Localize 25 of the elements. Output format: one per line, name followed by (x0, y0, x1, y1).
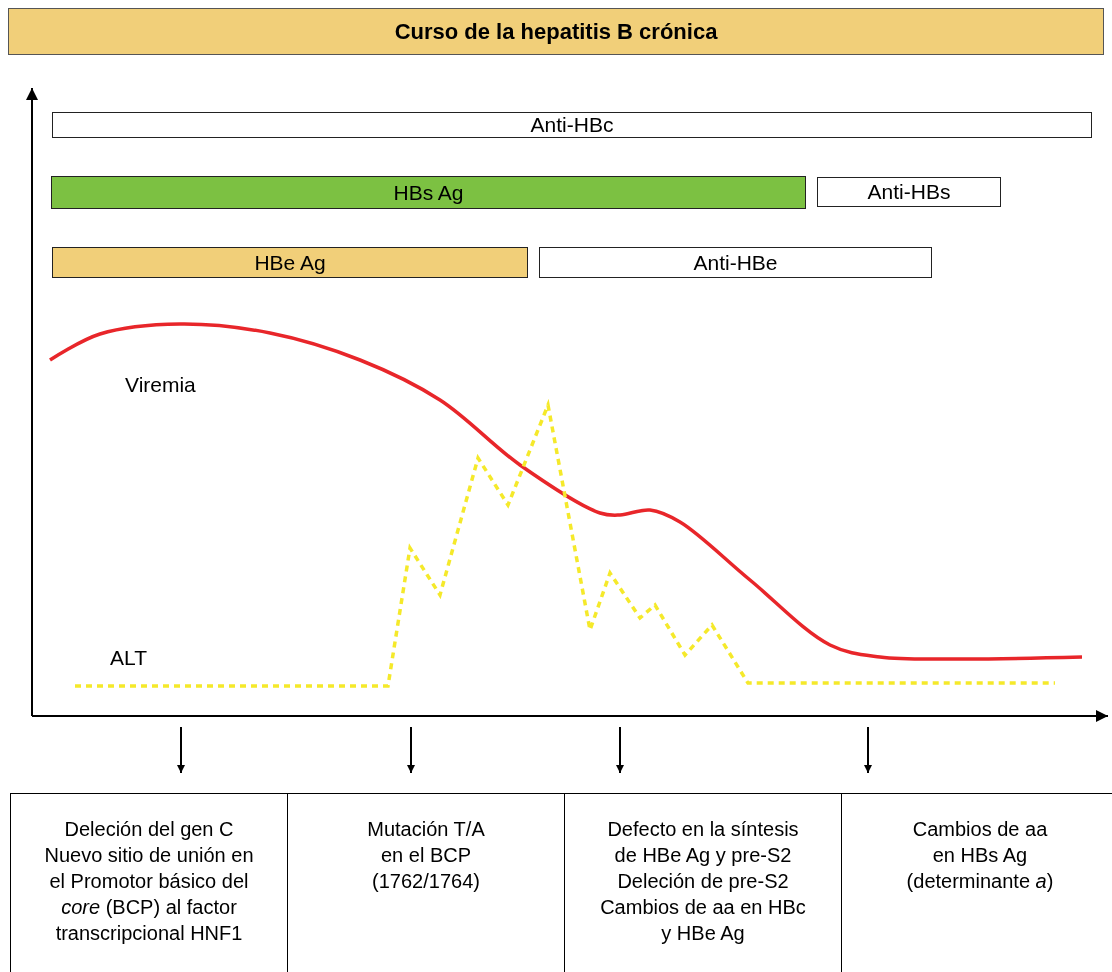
antibody-bar (51, 176, 806, 209)
cell-text: Cambios de aa en HBc y HBe Ag (599, 895, 807, 946)
bar-label: HBe Ag (254, 250, 326, 275)
arrow (407, 726, 415, 774)
curve-label: Viremia (125, 373, 196, 397)
cell-text: Defecto en la síntesis de HBe Ag y pre-S2 (606, 817, 800, 868)
cell-text: Mutación T/A en el BCP (1762/1764) (366, 817, 486, 894)
antibody-bar (52, 112, 1092, 138)
cell-text: Deleción del gen C (64, 817, 234, 842)
antibody-bar (52, 247, 528, 278)
antibody-bar (539, 247, 932, 278)
bar-label: Anti-HBc (530, 113, 614, 137)
cell-text: Cambios de aa en HBs Ag (determinante a) (905, 817, 1055, 894)
title: Curso de la hepatitis B crónica (394, 18, 718, 45)
arrow (864, 726, 872, 774)
bar-label: Anti-HBs (867, 180, 951, 204)
bar-label: Anti-HBe (693, 250, 778, 275)
cell-text: Deleción de pre-S2 (617, 869, 789, 894)
antibody-bar (817, 177, 1001, 207)
table-cell (10, 793, 288, 972)
curve-label: ALT (110, 646, 147, 670)
cell-text: Nuevo sitio de unión en el Promotor básico del core (BCP) al factor transcripcional HNF1 (43, 843, 255, 946)
bar-label: HBs Ag (393, 180, 464, 205)
arrow (616, 726, 624, 774)
arrow (177, 726, 185, 774)
